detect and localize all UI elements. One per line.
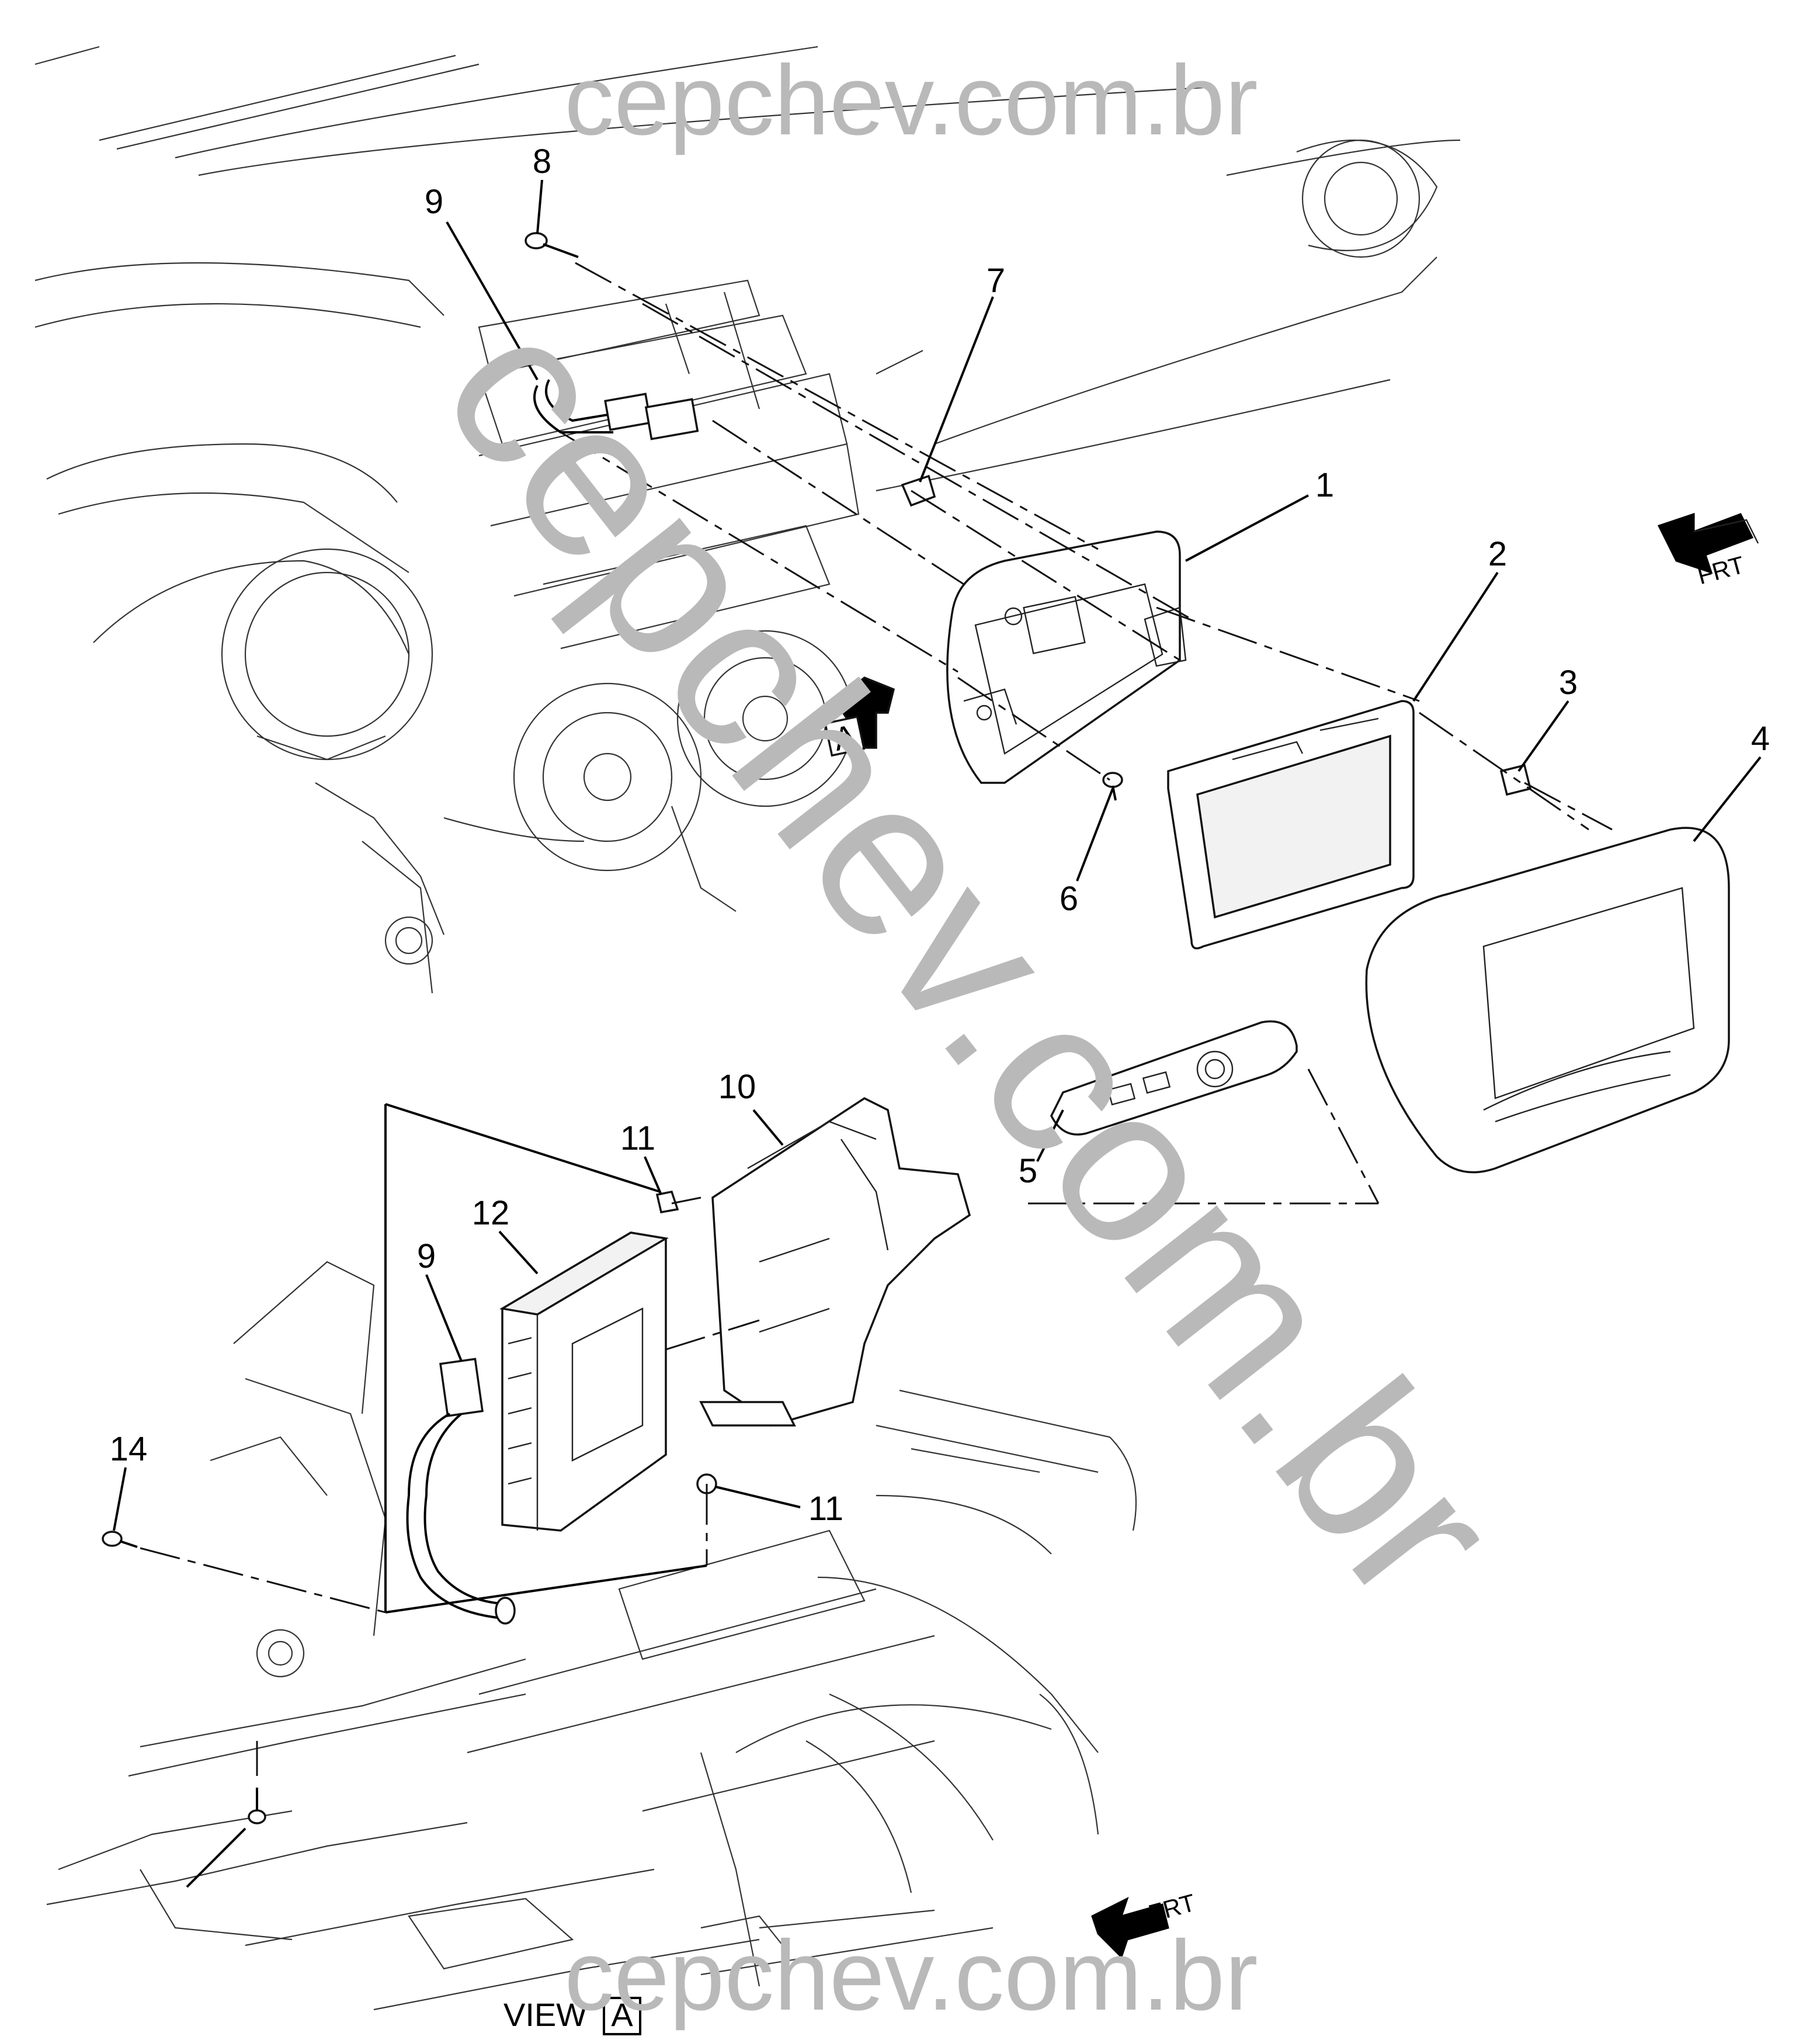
callout-4: 4 [1751, 720, 1770, 758]
part-12-radio-module [499, 1231, 669, 1532]
frt-arrow-top: FRT [1657, 512, 1759, 589]
part-11-nut-upper [655, 1190, 679, 1214]
leader-lines [113, 179, 1762, 1888]
dashboard-context [34, 46, 1461, 994]
part-1-display-bracket [946, 530, 1187, 784]
watermark-bottom: cepchev.com.br [564, 1920, 1258, 2031]
part-9-wiring-harness-top [533, 379, 699, 440]
bolt-bottom-left [248, 1788, 266, 1824]
callout-2: 2 [1488, 535, 1507, 573]
callout-6: 6 [1060, 880, 1078, 918]
callout-14: 14 [110, 1430, 148, 1468]
part-4-bezel-trim [1365, 827, 1730, 1174]
callout-1: 1 [1315, 466, 1334, 504]
callout-3: 3 [1559, 664, 1578, 702]
view-label-letter: A [611, 1996, 633, 2033]
part-6-bolt [1102, 772, 1123, 801]
watermark-top: cepchev.com.br [564, 45, 1258, 156]
view-a-marker: A [824, 676, 895, 758]
part-8-screw [525, 232, 579, 258]
view-a-label: VIEW A [503, 1996, 641, 2035]
callout-10: 10 [718, 1068, 756, 1106]
part-5-control-panel [1050, 1020, 1298, 1136]
part-14-screw [102, 1531, 138, 1548]
callout-11-upper: 11 [620, 1119, 655, 1157]
part-10-module-bracket [699, 1097, 971, 1427]
part-9-wiring-harness-bottom [406, 1358, 516, 1625]
callout-5: 5 [1019, 1152, 1037, 1190]
view-label-prefix: VIEW [503, 1996, 587, 2033]
callout-11-lower: 11 [808, 1490, 843, 1528]
callout-9-top: 9 [425, 183, 443, 221]
callout-labels: 1 2 3 4 5 6 7 8 9 9 10 11 11 12 14 [110, 143, 1770, 1528]
part-7-clip [901, 474, 936, 507]
part-2-display-screen [1167, 700, 1415, 950]
callout-8: 8 [533, 143, 551, 181]
callout-9-bottom: 9 [417, 1237, 436, 1275]
callout-12: 12 [472, 1194, 510, 1232]
alignment-lines [140, 262, 1613, 1776]
console-context [46, 1261, 1137, 2011]
callout-7: 7 [987, 262, 1005, 300]
view-a-frame [384, 1103, 707, 1614]
